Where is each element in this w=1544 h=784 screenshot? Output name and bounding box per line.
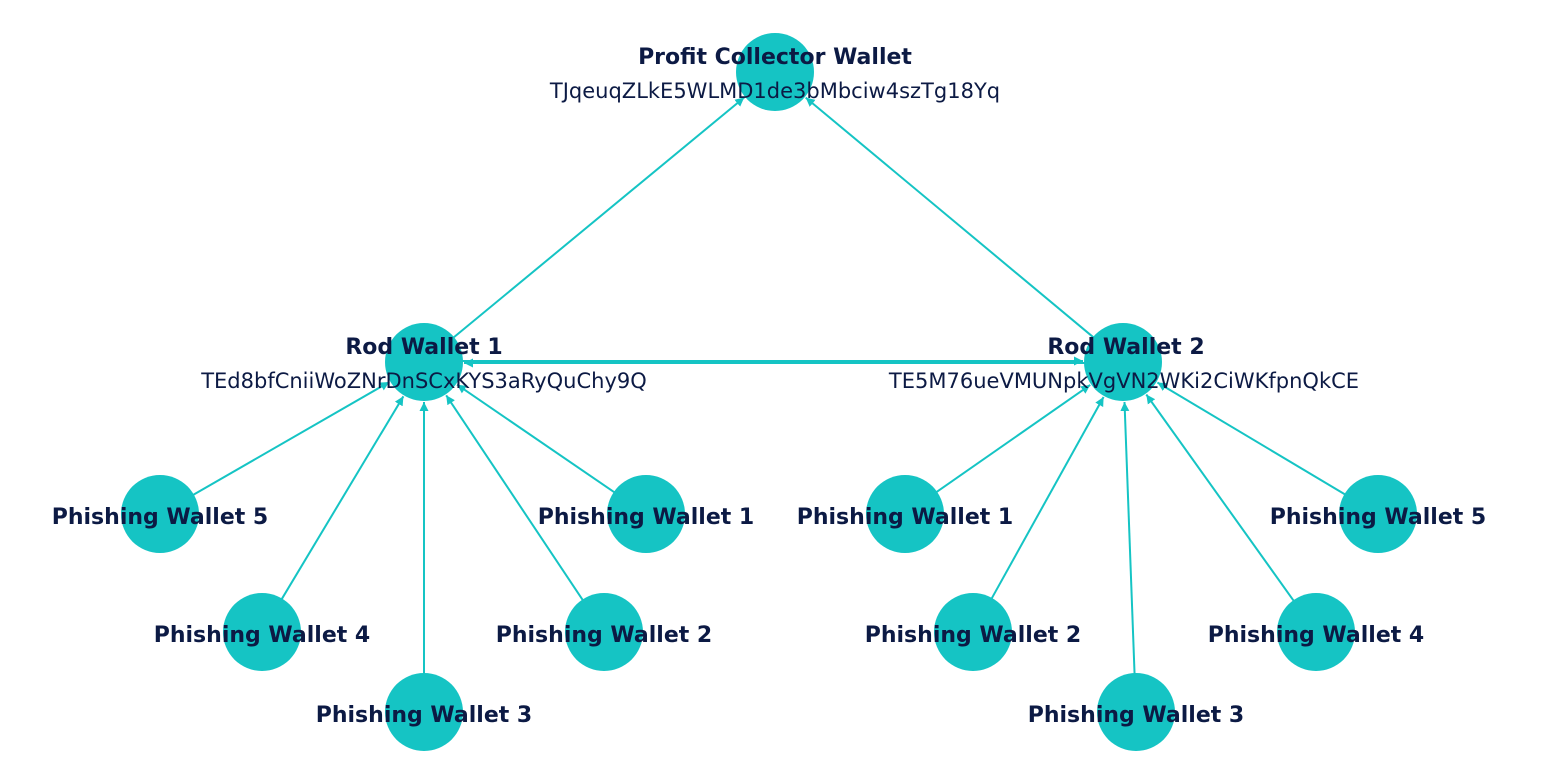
node-r2p5[interactable] bbox=[1339, 475, 1417, 553]
node-title-r2p5: Phishing Wallet 5 bbox=[1270, 505, 1487, 530]
node-r2p2[interactable] bbox=[934, 593, 1012, 671]
labels-layer: Profit Collector WalletTJqeuqZLkE5WLMD1d… bbox=[52, 45, 1487, 728]
node-address-collector: TJqeuqZLkE5WLMD1de3bMbciw4szTg18Yq bbox=[549, 79, 1000, 103]
edge-r1p1-to-rod1 bbox=[456, 383, 617, 494]
edge-r1p2-to-rod1 bbox=[445, 394, 585, 602]
node-r1p4[interactable] bbox=[223, 593, 301, 671]
edge-r1p4-to-rod1 bbox=[280, 395, 405, 601]
node-title-r1p1: Phishing Wallet 1 bbox=[538, 505, 755, 530]
node-r2p3[interactable] bbox=[1097, 673, 1175, 751]
edge-rod1-to-collector bbox=[451, 96, 745, 340]
node-title-r1p5: Phishing Wallet 5 bbox=[52, 505, 269, 530]
node-title-r2p3: Phishing Wallet 3 bbox=[1028, 703, 1245, 728]
node-r1p5[interactable] bbox=[121, 475, 199, 553]
node-rod1[interactable] bbox=[385, 323, 463, 401]
node-r2p1[interactable] bbox=[866, 475, 944, 553]
edge-rod2-to-collector bbox=[805, 96, 1096, 340]
node-title-collector: Profit Collector Wallet bbox=[638, 45, 912, 70]
node-title-r2p2: Phishing Wallet 2 bbox=[865, 623, 1082, 648]
edge-r2p3-to-rod2 bbox=[1120, 401, 1136, 676]
node-title-rod2: Rod Wallet 2 bbox=[1047, 335, 1204, 360]
node-title-r1p2: Phishing Wallet 2 bbox=[496, 623, 713, 648]
edge-r2p5-to-rod2 bbox=[1156, 381, 1347, 496]
edge-r2p4-to-rod2 bbox=[1145, 393, 1296, 603]
nodes-layer bbox=[121, 33, 1417, 751]
edge-r1p5-to-rod1 bbox=[191, 381, 390, 497]
edge-r2p2-to-rod2 bbox=[990, 396, 1105, 601]
node-title-r2p4: Phishing Wallet 4 bbox=[1208, 623, 1425, 648]
node-r1p2[interactable] bbox=[565, 593, 643, 671]
node-r2p4[interactable] bbox=[1277, 593, 1355, 671]
node-title-r1p4: Phishing Wallet 4 bbox=[154, 623, 371, 648]
node-title-rod1: Rod Wallet 1 bbox=[345, 335, 502, 360]
node-r1p1[interactable] bbox=[607, 475, 685, 553]
node-rod2[interactable] bbox=[1084, 323, 1162, 401]
node-title-r1p3: Phishing Wallet 3 bbox=[316, 703, 533, 728]
node-address-rod2: TE5M76ueVMUNpkVgVN2WKi2CiWKfpnQkCE bbox=[888, 369, 1359, 393]
node-title-r2p1: Phishing Wallet 1 bbox=[797, 505, 1014, 530]
edge-r2p1-to-rod2 bbox=[934, 384, 1091, 494]
node-collector[interactable] bbox=[736, 33, 814, 111]
edges-layer bbox=[191, 96, 1347, 676]
node-address-rod1: TEd8bfCniiWoZNrDnSCxKYS3aRyQuChy9Q bbox=[200, 369, 647, 393]
node-r1p3[interactable] bbox=[385, 673, 463, 751]
